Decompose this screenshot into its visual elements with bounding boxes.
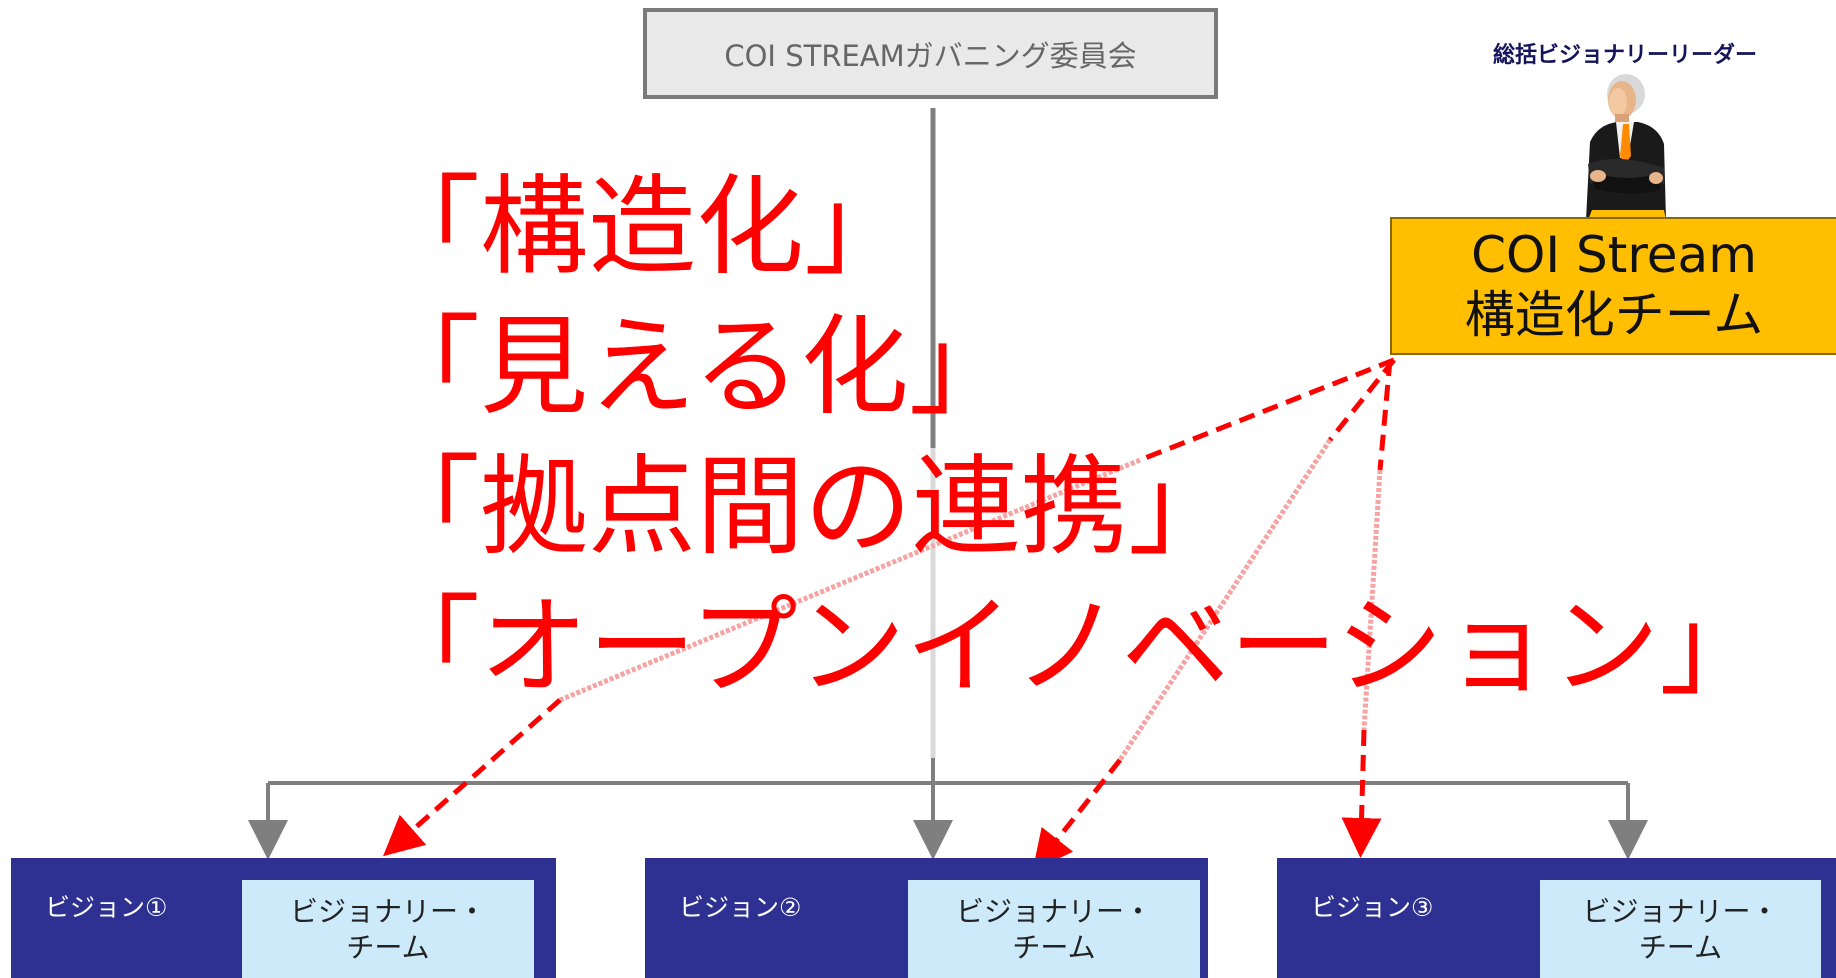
- business-man-icon: [1586, 74, 1666, 220]
- slogan-open-innovation: 「オープンイノベーション」: [372, 585, 1768, 710]
- structuring-team-line2: 構造化チーム: [1464, 286, 1764, 344]
- leader-label: 総括ビジョナリーリーダー: [1492, 43, 1757, 68]
- visionary-team-box: ビジョナリー・ チーム: [908, 880, 1200, 978]
- slogan-visualization: 「見える化」: [372, 305, 1017, 430]
- arrow-to-vision-1-lower: [383, 698, 562, 857]
- vision-box-1: ビジョン① ビジョナリー・ チーム: [11, 858, 556, 978]
- visionary-team-box: ビジョナリー・ チーム: [1540, 880, 1821, 978]
- vision-box-2: ビジョン② ビジョナリー・ チーム: [645, 858, 1208, 978]
- visionary-team-box: ビジョナリー・ チーム: [242, 880, 534, 978]
- visionary-team-line1: ビジョナリー・: [289, 895, 486, 928]
- arrow-to-vision-2-lower: [1032, 758, 1122, 871]
- arrow-to-vision-2-upper: [1328, 358, 1396, 442]
- visionary-team-line1: ビジョナリー・: [955, 895, 1152, 928]
- arrow-to-vision-2-faded: [1117, 438, 1333, 762]
- structuring-team-line1: COI Stream: [1471, 226, 1757, 284]
- visionary-team-line2: チーム: [1638, 931, 1723, 964]
- arrow-to-vision-1-upper: [1139, 357, 1395, 463]
- arrow-to-vision-1-faded: [559, 457, 1141, 703]
- visionary-team-line1: ビジョナリー・: [1582, 895, 1779, 928]
- visionary-team-line2: チーム: [1012, 931, 1096, 964]
- vision-box-3: ビジョン③ ビジョナリー・ チーム: [1277, 858, 1836, 978]
- vision-label: ビジョン①: [45, 893, 168, 922]
- structuring-team-box: COI Stream 構造化チーム: [1390, 217, 1836, 355]
- slogan-group: 「構造化」 「見える化」 「拠点間の連携」 「オープンイノベーション」: [372, 158, 1767, 718]
- governing-committee-box: COI STREAMガバニング委員会: [643, 8, 1218, 99]
- arrow-to-vision-3-faded: [1361, 469, 1383, 731]
- governing-committee-label: COI STREAMガバニング委員会: [724, 38, 1137, 73]
- visionary-team-line2: チーム: [346, 931, 430, 964]
- slogan-structuring: 「構造化」: [372, 165, 913, 290]
- arrow-to-vision-3-lower: [1341, 729, 1382, 858]
- arrow-to-vision-3-upper: [1377, 359, 1393, 471]
- vision-label: ビジョン②: [679, 893, 802, 922]
- vision-label: ビジョン③: [1311, 893, 1434, 922]
- slogan-inter-site-collaboration: 「拠点間の連携」: [372, 445, 1237, 570]
